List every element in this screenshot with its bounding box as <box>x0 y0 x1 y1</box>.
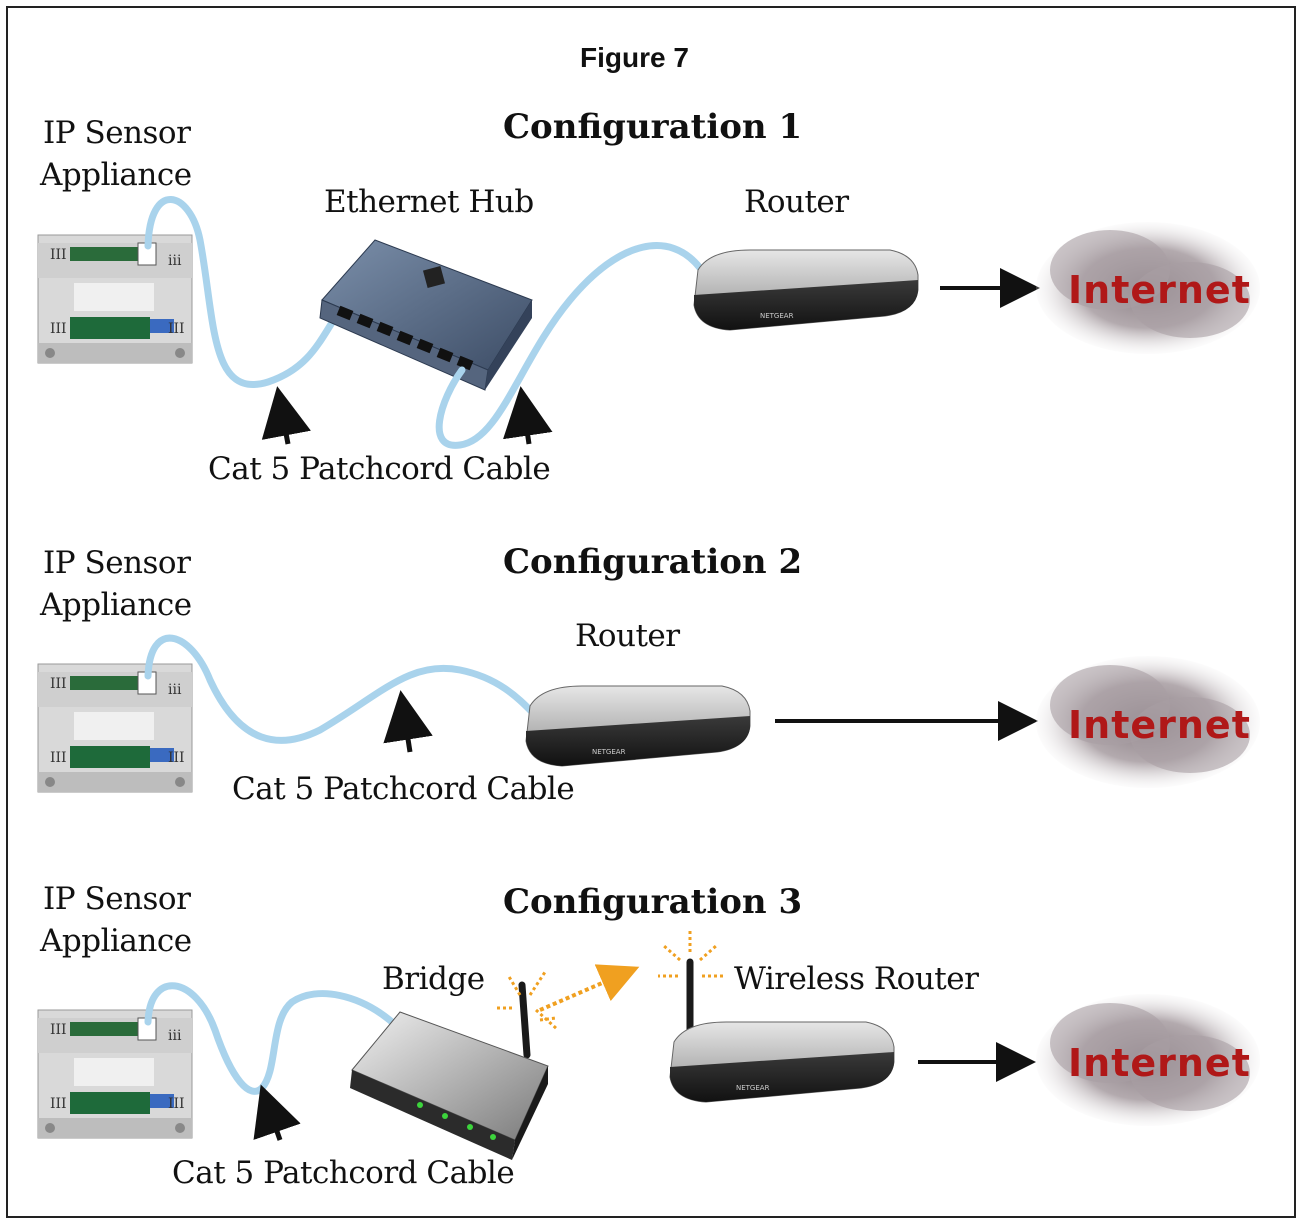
svg-text:III: III <box>50 247 67 263</box>
appliance-label-2-line1: IP Sensor <box>43 545 191 581</box>
svg-text:NETGEAR: NETGEAR <box>760 312 794 320</box>
svg-text:III: III <box>168 750 185 766</box>
config-2-title: Configuration 2 <box>503 542 803 582</box>
svg-text:III: III <box>168 321 185 337</box>
svg-text:NETGEAR: NETGEAR <box>592 748 626 756</box>
svg-text:III: III <box>168 1096 185 1112</box>
internet-cloud-2: Internet <box>1036 656 1260 788</box>
svg-text:NETGEAR: NETGEAR <box>736 1084 770 1092</box>
bridge-device <box>350 981 549 1160</box>
svg-text:III: III <box>50 321 67 337</box>
pointer-arrow-1b <box>503 386 553 445</box>
config-3-title: Configuration 3 <box>503 882 803 922</box>
bridge-label: Bridge <box>382 961 485 997</box>
ip-sensor-appliance-2: III iii III III <box>37 663 193 793</box>
cable-label-3: Cat 5 Patchcord Cable <box>172 1155 515 1191</box>
svg-text:Internet: Internet <box>1068 703 1251 747</box>
router-1: NETGEAR <box>693 249 919 331</box>
router-label-2: Router <box>575 618 680 654</box>
svg-text:III: III <box>50 1096 67 1112</box>
svg-text:iii: iii <box>168 1028 182 1044</box>
bridge-signal-rays <box>494 971 560 1032</box>
router-label-1: Router <box>744 184 849 220</box>
svg-text:III: III <box>50 1022 67 1038</box>
appliance-label-2-line2: Appliance <box>40 587 192 623</box>
figure-title: Figure 7 <box>580 42 689 73</box>
svg-text:Internet: Internet <box>1068 268 1251 312</box>
cable-1a <box>144 196 344 388</box>
svg-text:iii: iii <box>168 253 182 269</box>
internet-cloud-1: Internet <box>1036 222 1260 354</box>
pointer-arrow-3 <box>253 1084 301 1141</box>
svg-text:iii: iii <box>168 682 182 698</box>
cable-label-1: Cat 5 Patchcord Cable <box>208 451 551 487</box>
config-1-title: Configuration 1 <box>503 107 803 147</box>
appliance-label-3-line2: Appliance <box>40 923 192 959</box>
wireless-link-arrow <box>539 964 640 1012</box>
internet-cloud-3: Internet <box>1036 994 1260 1126</box>
appliance-label-1-line1: IP Sensor <box>43 115 191 151</box>
ip-sensor-appliance-3: III iii III III <box>37 1009 193 1139</box>
appliance-label-3-line1: IP Sensor <box>43 881 191 917</box>
cable-1b <box>435 242 704 449</box>
wireless-router: NETGEAR <box>658 928 895 1103</box>
svg-text:Internet: Internet <box>1068 1041 1251 1085</box>
appliance-label-1-line2: Appliance <box>40 157 192 193</box>
wireless-router-label: Wireless Router <box>734 961 979 997</box>
svg-text:III: III <box>50 750 67 766</box>
pointer-arrow-1a <box>261 386 311 445</box>
ethernet-hub <box>319 239 533 391</box>
pointer-arrow-2 <box>383 690 433 753</box>
cable-label-2: Cat 5 Patchcord Cable <box>232 771 575 807</box>
router-2: NETGEAR <box>525 685 751 767</box>
ip-sensor-appliance-1: III iii III III <box>37 234 193 364</box>
hub-label: Ethernet Hub <box>324 184 534 220</box>
svg-text:III: III <box>50 676 67 692</box>
cable-2 <box>144 634 539 744</box>
